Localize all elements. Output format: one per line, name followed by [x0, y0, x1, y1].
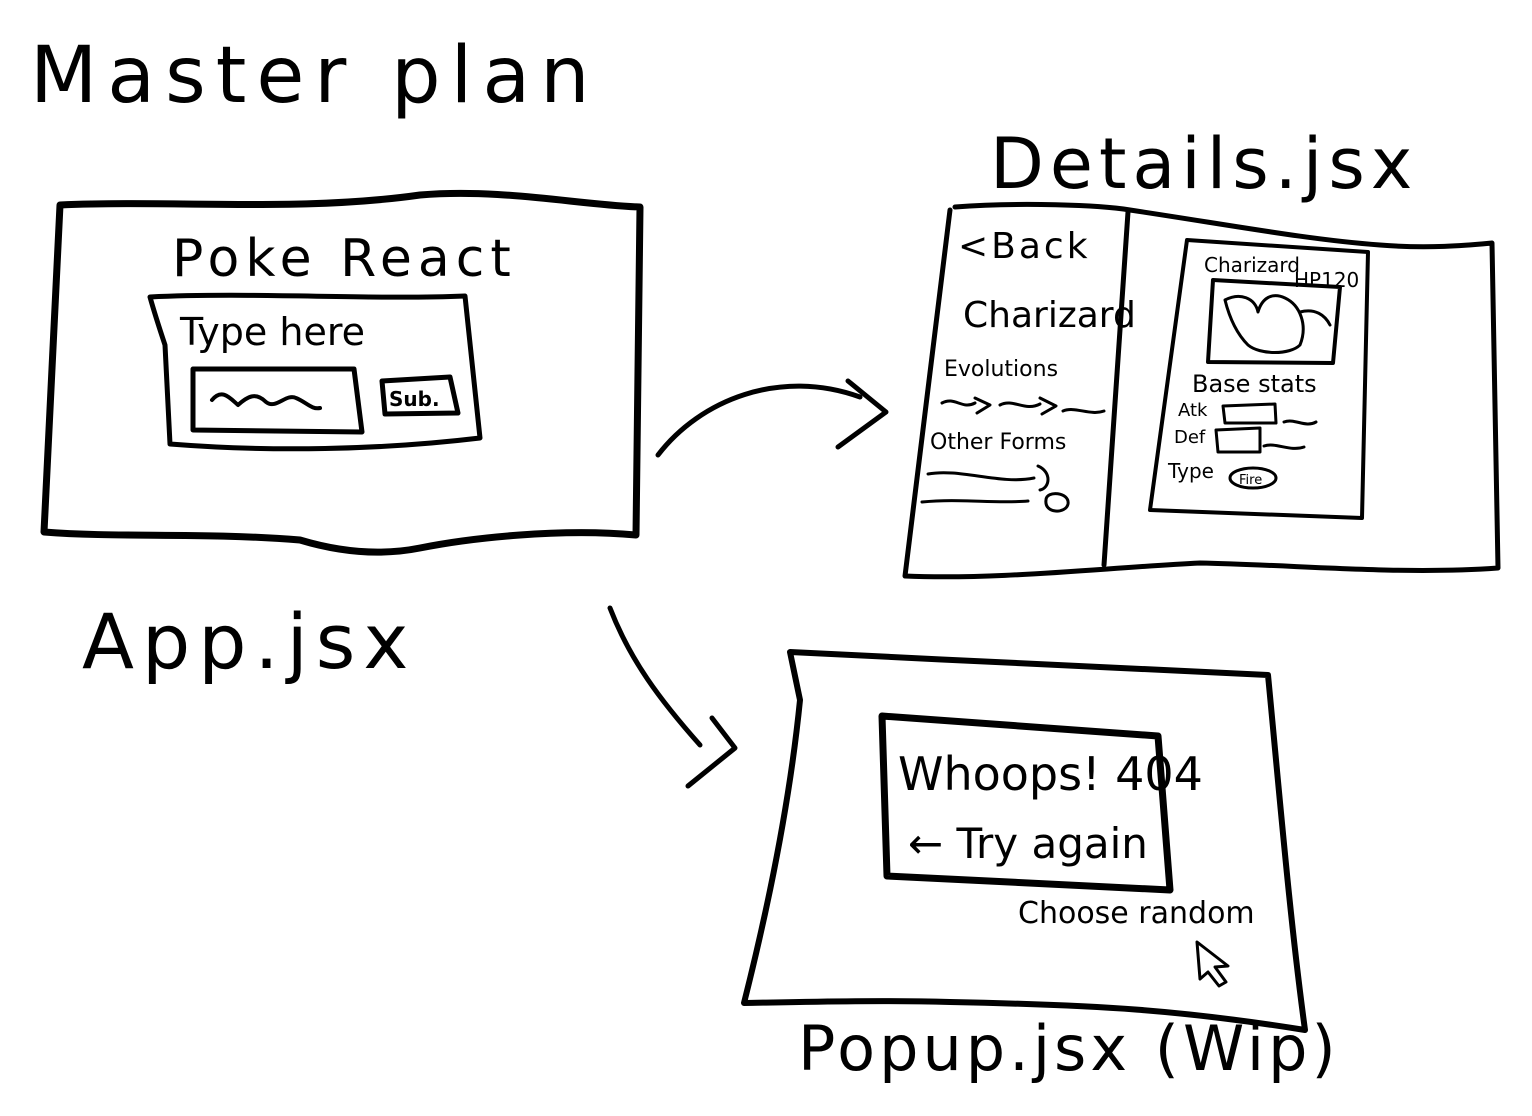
other-forms-list — [922, 466, 1068, 511]
app-screen: Poke React Type here Sub. — [44, 193, 640, 552]
popup-caption: Popup.jsx (Wip) — [798, 1012, 1340, 1085]
atk-label: Atk — [1178, 400, 1208, 421]
scribble-text — [212, 394, 320, 408]
arrow-to-popup — [610, 608, 735, 786]
pokemon-image — [1208, 280, 1340, 363]
other-forms-label: Other Forms — [930, 430, 1066, 455]
page-title: Master plan — [30, 31, 600, 121]
details-screen: <Back Charizard Evolutions Other Forms C… — [905, 204, 1498, 576]
base-stats-label: Base stats — [1192, 370, 1317, 398]
def-label: Def — [1174, 427, 1206, 448]
search-card: Type here Sub. — [150, 295, 480, 449]
evolution-chain — [942, 398, 1104, 414]
search-label: Type here — [179, 310, 365, 354]
choose-random-link[interactable]: Choose random — [1018, 896, 1255, 931]
popup-screen: Whoops! 404 ← Try again Choose random — [744, 652, 1305, 1030]
try-again-button[interactable]: ← Try again — [908, 819, 1148, 868]
pokemon-card: Charizard HP120 Base stats Atk Def Type … — [1150, 240, 1368, 518]
app-caption: App.jsx — [82, 597, 416, 686]
type-label: Type — [1167, 459, 1214, 483]
svg-text:Fire: Fire — [1239, 473, 1262, 488]
evolutions-label: Evolutions — [944, 357, 1058, 382]
search-input[interactable] — [193, 369, 362, 432]
arrow-to-details — [658, 381, 886, 455]
error-text: Whoops! 404 — [898, 747, 1203, 801]
back-link[interactable]: <Back — [958, 226, 1091, 267]
def-bar — [1216, 428, 1260, 452]
atk-bar — [1223, 404, 1276, 423]
card-hp: HP120 — [1294, 268, 1359, 292]
error-dialog: Whoops! 404 ← Try again — [882, 716, 1203, 890]
cursor-icon — [1197, 942, 1228, 986]
app-heading: Poke React — [172, 229, 517, 289]
pokemon-name: Charizard — [963, 295, 1136, 336]
card-name: Charizard — [1204, 253, 1300, 277]
details-caption: Details.jsx — [990, 123, 1418, 205]
submit-label: Sub. — [389, 387, 440, 411]
submit-button[interactable]: Sub. — [382, 377, 458, 414]
type-badge: Fire — [1230, 468, 1276, 488]
